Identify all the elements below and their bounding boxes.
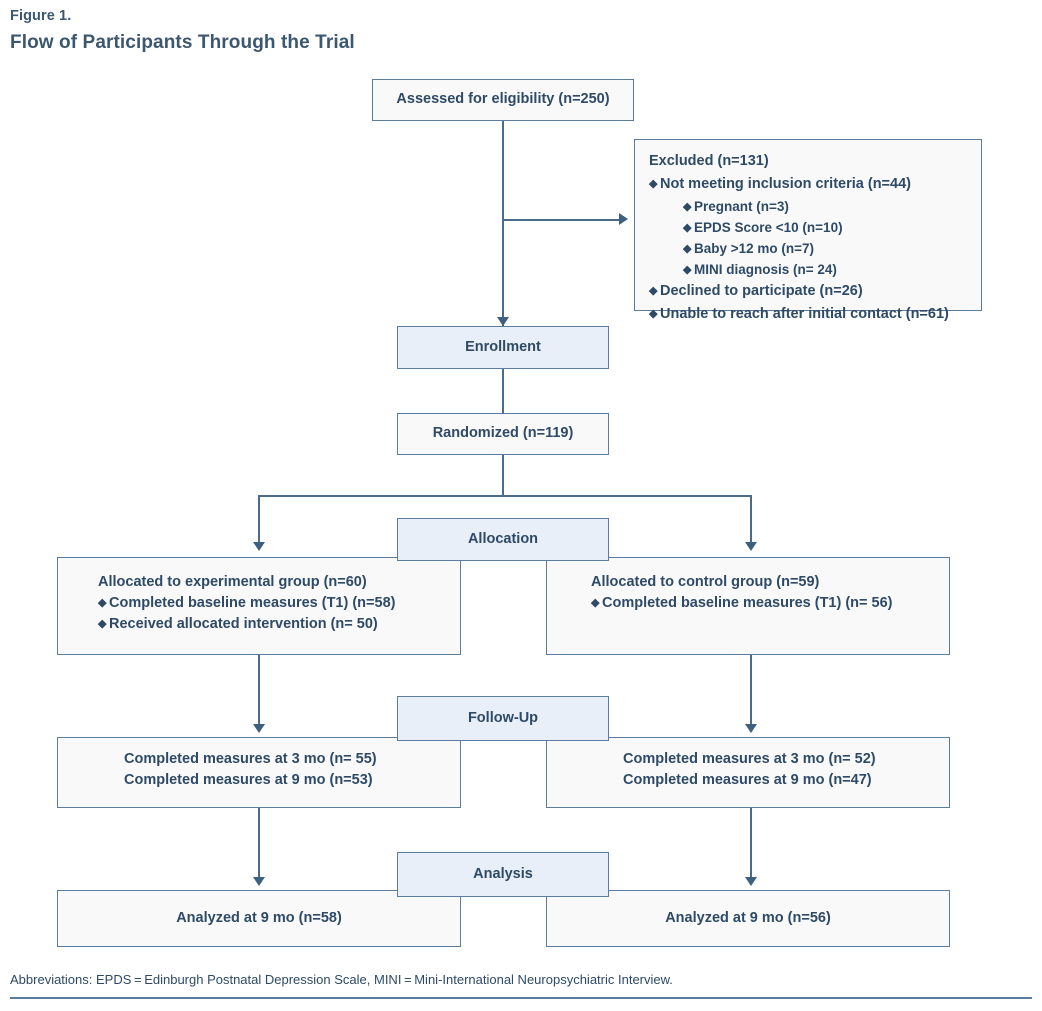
abbreviations-note: Abbreviations: EPDS = Edinburgh Postnata… xyxy=(10,972,673,987)
arrowhead-excluded xyxy=(619,213,628,225)
excluded-item-label: Pregnant (n=3) xyxy=(694,198,789,214)
excluded-item: ◆EPDS Score <10 (n=10) xyxy=(649,217,969,238)
arrowhead-analysis-left xyxy=(253,877,265,886)
followup-control-line: Completed measures at 3 mo (n= 52) xyxy=(623,751,876,767)
stage-enrollment-label: Enrollment xyxy=(465,338,541,355)
excluded-item: ◆Unable to reach after initial contact (… xyxy=(649,303,969,326)
node-analysis-control: Analyzed at 9 mo (n=56) xyxy=(546,890,950,947)
excluded-item: ◆Declined to participate (n=26) xyxy=(649,280,969,303)
diamond-bullet-icon: ◆ xyxy=(649,308,658,320)
stage-allocation: Allocation xyxy=(397,518,609,561)
connector-followup-exp-to-analysis xyxy=(258,808,260,880)
node-followup-experimental: Completed measures at 3 mo (n= 55) Compl… xyxy=(57,737,461,808)
excluded-heading: Excluded (n=131) xyxy=(649,153,769,169)
diamond-bullet-icon: ◆ xyxy=(683,200,692,213)
diamond-bullet-icon: ◆ xyxy=(98,597,107,610)
stage-followup: Follow-Up xyxy=(397,696,609,741)
connector-allocation-left xyxy=(258,495,260,543)
arrowhead-allocation-left xyxy=(253,542,265,551)
node-analysis-experimental: Analyzed at 9 mo (n=58) xyxy=(57,890,461,947)
excluded-item-label: EPDS Score <10 (n=10) xyxy=(694,219,843,235)
allocated-experimental-item-label: Completed baseline measures (T1) (n=58) xyxy=(109,595,396,612)
diamond-bullet-icon: ◆ xyxy=(649,177,658,190)
connector-to-excluded xyxy=(502,219,619,221)
connector-randomized-down xyxy=(502,455,504,496)
allocated-control-item-label: Completed baseline measures (T1) (n= 56) xyxy=(602,595,893,612)
connector-enrollment-to-randomized xyxy=(502,369,504,414)
analysis-experimental-label: Analyzed at 9 mo (n=58) xyxy=(176,909,342,926)
allocated-control-item: ◆Completed baseline measures (T1) (n= 56… xyxy=(591,593,931,614)
excluded-item-label: Unable to reach after initial contact (n… xyxy=(660,306,949,322)
excluded-item: ◆Pregnant (n=3) xyxy=(649,196,969,217)
arrowhead-enrollment xyxy=(497,317,509,326)
node-randomized-label: Randomized (n=119) xyxy=(432,425,574,442)
allocated-experimental-item-label: Received allocated intervention (n= 50) xyxy=(109,616,378,633)
node-allocated-experimental: Allocated to experimental group (n=60) ◆… xyxy=(57,557,461,655)
connector-allocation-split xyxy=(258,495,751,497)
node-excluded: Excluded (n=131) ◆Not meeting inclusion … xyxy=(634,139,982,322)
node-assessed-label: Assessed for eligibility (n=250) xyxy=(396,91,610,108)
excluded-item-label: Not meeting inclusion criteria (n=44) xyxy=(660,175,911,192)
node-followup-control: Completed measures at 3 mo (n= 52) Compl… xyxy=(546,737,950,808)
excluded-item: ◆MINI diagnosis (n= 24) xyxy=(649,259,969,280)
followup-control-line: Completed measures at 9 mo (n=47) xyxy=(623,772,872,789)
connector-assessed-to-enrollment xyxy=(502,121,504,326)
arrowhead-allocation-right xyxy=(745,542,757,551)
followup-experimental-line: Completed measures at 3 mo (n= 55) xyxy=(124,751,377,767)
page-title: Flow of Participants Through the Trial xyxy=(10,32,355,53)
stage-followup-label: Follow-Up xyxy=(467,709,539,726)
followup-experimental-line: Completed measures at 9 mo (n=53) xyxy=(124,772,373,789)
diamond-bullet-icon: ◆ xyxy=(649,285,658,298)
connector-allocation-right xyxy=(750,495,752,543)
stage-enrollment: Enrollment xyxy=(397,326,609,369)
allocated-experimental-heading: Allocated to experimental group (n=60) xyxy=(98,574,367,590)
footer-divider xyxy=(10,997,1032,999)
diamond-bullet-icon: ◆ xyxy=(683,264,692,277)
diamond-bullet-icon: ◆ xyxy=(98,618,107,631)
node-assessed-for-eligibility: Assessed for eligibility (n=250) xyxy=(372,79,634,121)
figure-label: Figure 1. xyxy=(10,8,72,24)
diamond-bullet-icon: ◆ xyxy=(683,242,692,255)
excluded-item: ◆Not meeting inclusion criteria (n=44) xyxy=(649,173,969,196)
excluded-item: ◆Baby >12 mo (n=7) xyxy=(649,238,969,259)
stage-allocation-label: Allocation xyxy=(467,530,539,547)
excluded-item-label: Declined to participate (n=26) xyxy=(660,283,863,300)
arrowhead-analysis-right xyxy=(745,877,757,886)
node-allocated-control: Allocated to control group (n=59) ◆Compl… xyxy=(546,557,950,655)
stage-analysis: Analysis xyxy=(397,852,609,897)
connector-followup-ctl-to-analysis xyxy=(750,808,752,880)
arrowhead-followup-left xyxy=(253,724,265,733)
connector-alloc-exp-to-followup xyxy=(258,655,260,727)
diamond-bullet-icon: ◆ xyxy=(591,597,600,610)
arrowhead-followup-right xyxy=(745,724,757,733)
excluded-item-label: MINI diagnosis (n= 24) xyxy=(694,262,837,278)
node-randomized: Randomized (n=119) xyxy=(397,413,609,455)
analysis-control-label: Analyzed at 9 mo (n=56) xyxy=(665,909,831,926)
stage-analysis-label: Analysis xyxy=(473,865,533,882)
excluded-item-label: Baby >12 mo (n=7) xyxy=(694,240,815,256)
allocated-experimental-item: ◆Completed baseline measures (T1) (n=58) xyxy=(98,593,442,614)
allocated-experimental-item: ◆Received allocated intervention (n= 50) xyxy=(98,614,442,635)
diamond-bullet-icon: ◆ xyxy=(683,221,692,234)
allocated-control-heading: Allocated to control group (n=59) xyxy=(591,574,820,590)
connector-alloc-ctl-to-followup xyxy=(750,655,752,727)
